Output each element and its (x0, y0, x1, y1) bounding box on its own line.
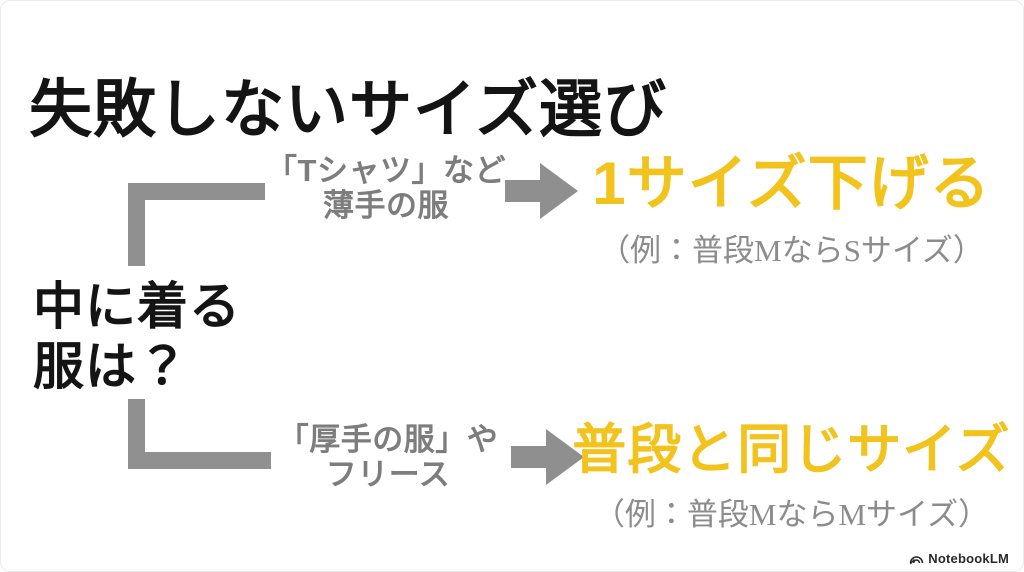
page-title: 失敗しないサイズ選び (29, 75, 668, 146)
arrow-right-icon (505, 163, 578, 219)
branch-top-condition-line-2: 薄手の服 (323, 188, 449, 223)
branch-top-example: （例：普段MならSサイズ） (599, 233, 984, 268)
branch-bottom-example: （例：普段MならMサイズ） (593, 497, 990, 532)
question-label: 中に着る 服は？ (33, 277, 241, 397)
footer-brand: NotebookLM (909, 551, 1009, 566)
branch-bottom-result: 普段と同じサイズ (572, 420, 1011, 480)
connector-bottom-bracket (128, 399, 271, 469)
branch-bottom-condition-line-1: 「厚手の服」や (277, 422, 499, 457)
branch-bottom-condition-line-2: フリース (325, 457, 451, 492)
connector-top-bracket (128, 183, 265, 266)
branch-bottom-result-block: 普段と同じサイズ （例：普段MならMサイズ） (569, 417, 1014, 534)
branch-top-result: 1サイズ下げる (592, 150, 991, 217)
question-line-2: 服は？ (33, 338, 190, 395)
question-line-1: 中に着る (33, 278, 242, 335)
notebooklm-logo-icon (909, 555, 924, 564)
branch-top-condition-line-1: 「Tシャツ」など (266, 153, 506, 188)
footer-brand-label: NotebookLM (928, 551, 1009, 566)
branch-bottom-condition: 「厚手の服」や フリース (263, 422, 513, 492)
arrow-right-icon (511, 429, 584, 485)
branch-top-result-block: 1サイズ下げる （例：普段MならSサイズ） (569, 149, 1014, 270)
branch-top-condition: 「Tシャツ」など 薄手の服 (261, 153, 511, 223)
